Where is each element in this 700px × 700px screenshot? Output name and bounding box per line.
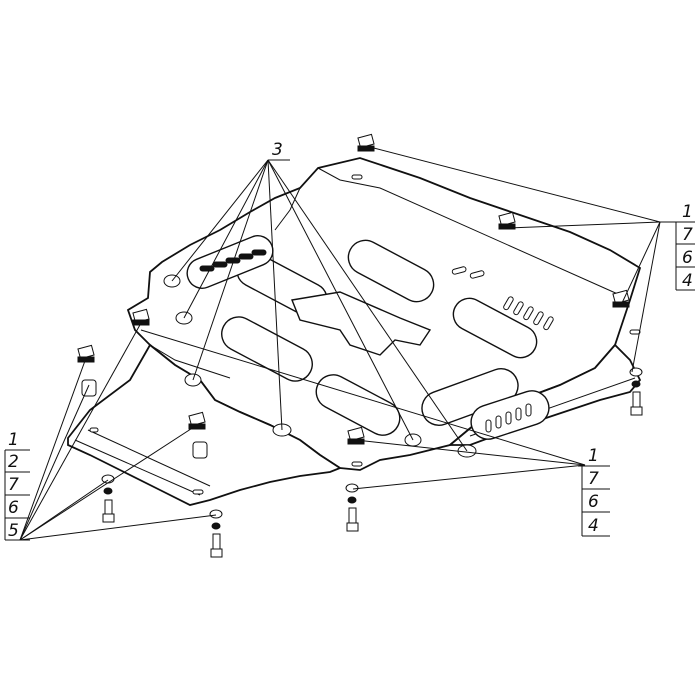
bolt-right [629,367,643,416]
clip-right-mid [498,211,516,230]
clip-top-center [357,133,375,152]
clip-left-lower [188,411,206,430]
louver-right-top [503,296,554,331]
callout-l-label-2: 2 [8,452,19,472]
bolt-center [345,483,359,532]
callout-3-label: 3 [272,140,283,160]
callout-l-label-4: 6 [8,498,19,518]
callout-ru-label-2: 7 [682,225,693,245]
clip-right-far [612,289,630,308]
callout-l-label-1: 1 [8,430,19,450]
louver-left [199,249,267,272]
louver-right-bottom [485,403,532,433]
callout-rl-label-1: 1 [588,446,599,466]
callout-ru-label-4: 4 [682,271,693,291]
callout-rl-label-4: 4 [588,516,599,536]
bolt-set [101,367,643,558]
callout-l-label-5: 5 [8,521,19,541]
clip-center-lower [347,426,365,445]
leader-lines [19,145,661,541]
callout-ru-label-3: 6 [682,248,693,268]
bolt-left-lower [209,509,223,558]
callout-left: 1 2 7 6 5 [4,430,30,541]
clip-nut-set [77,133,630,445]
callout-right-upper: 1 7 6 4 [656,202,695,291]
callout-rl-label-2: 7 [588,469,599,489]
callout-right-lower: 1 7 6 4 [578,446,610,537]
bolt-left [101,474,115,523]
callout-3: 3 [272,140,283,160]
callout-l-label-3: 7 [8,475,19,495]
callout-rl-label-3: 6 [588,492,599,512]
callout-ru-label-1: 1 [682,202,693,222]
louver-small [89,174,641,495]
clip-left-upper [132,308,150,326]
clip-left [77,344,95,363]
